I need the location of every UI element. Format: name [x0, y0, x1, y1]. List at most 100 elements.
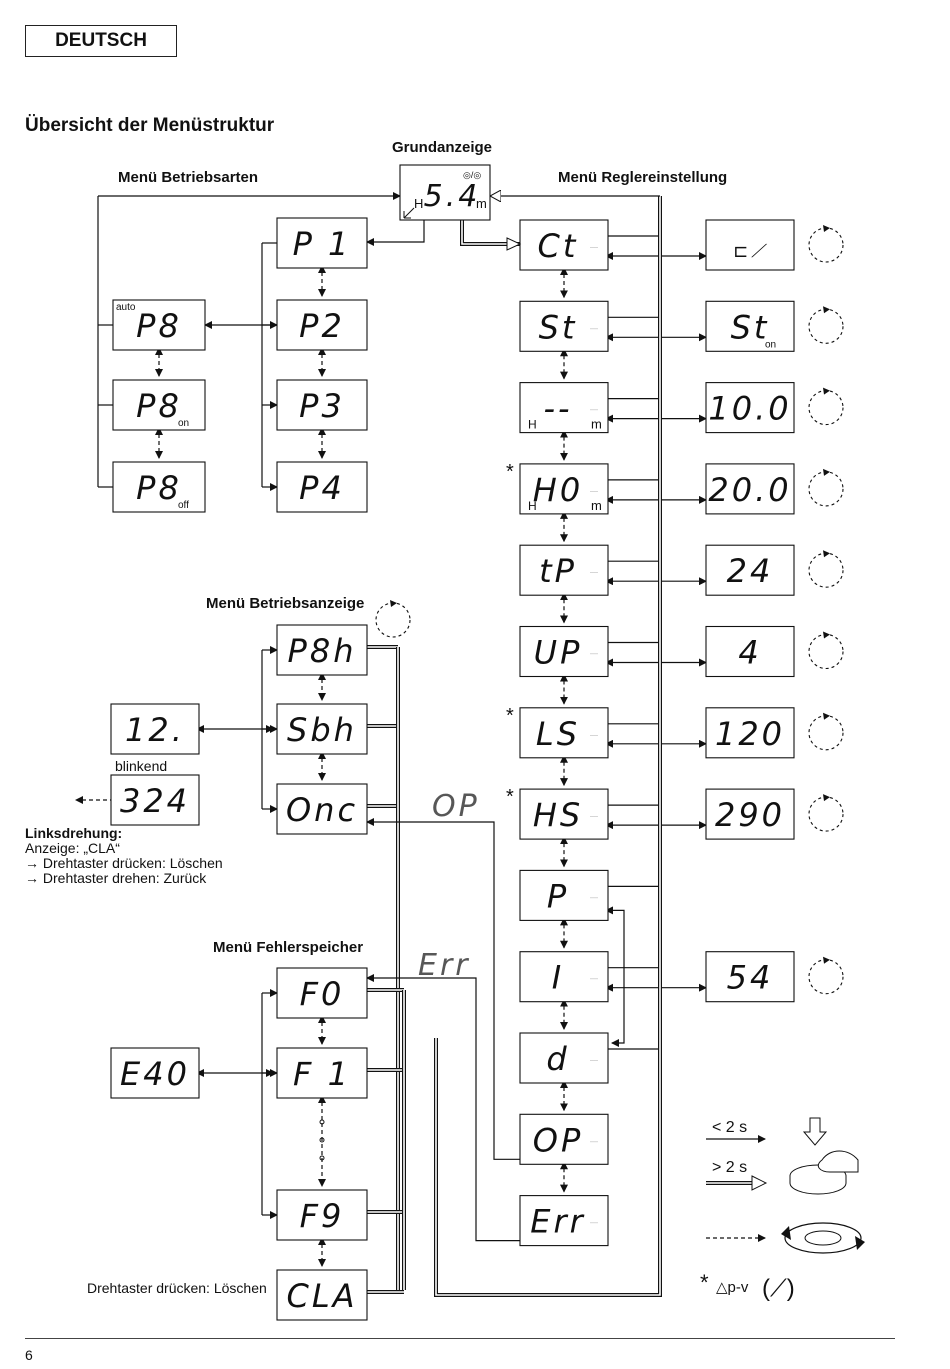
- legend-star: *: [700, 1270, 709, 1295]
- betrieb-value-display: [110, 703, 200, 755]
- betrieb-blink-display: [110, 774, 200, 826]
- rotary-icon-betrieb: [375, 602, 411, 638]
- regler-star-7: *: [506, 786, 514, 808]
- regler-item-2-dots: ····: [590, 408, 598, 414]
- op-link: [366, 818, 520, 1160]
- p-item-2-value: P3: [299, 387, 345, 425]
- ellipsis-dot-0: [319, 1119, 325, 1125]
- betriebsarten-title: Menü Betriebsarten: [118, 169, 259, 186]
- rotary-icon-2: [808, 390, 844, 426]
- fehlerspeicher-title: Menü Fehlerspeicher: [213, 939, 364, 956]
- fehler-error-display-value: E40: [120, 1055, 190, 1093]
- p-item-0: [276, 217, 368, 269]
- regler-prefix-2: H: [528, 418, 537, 432]
- pump-top-0: auto: [116, 302, 136, 313]
- linksdrehung-note: Linksdrehung: Anzeige: „CLA“ → Drehtaste…: [25, 826, 223, 886]
- rotary-icon-0: [808, 227, 844, 263]
- pump-item-0: [112, 299, 206, 351]
- return-bus-inner: [435, 196, 661, 1296]
- clear-label: Drehtaster drücken: Löschen: [87, 1280, 267, 1296]
- regler-item-10-value: d: [546, 1040, 569, 1078]
- rotary-icon-5: [808, 633, 844, 670]
- regler-item-10-dots: ····: [590, 1058, 598, 1064]
- page-title: Übersicht der Menüstruktur: [25, 115, 275, 136]
- regler-result-4: [705, 544, 795, 596]
- regler-prefix-3: H: [528, 499, 537, 513]
- betrieb-item-1: [276, 703, 368, 755]
- rotary-icon-9-arrow: [823, 956, 830, 964]
- regler-result-value-4: 24: [727, 552, 774, 590]
- err-link: [366, 974, 520, 1242]
- fehler-item-3-value: CLA: [286, 1277, 357, 1315]
- press-button-base: [789, 1176, 847, 1195]
- rotary-icon-3: [808, 471, 844, 507]
- fehler-item-2-value: F9: [300, 1197, 345, 1235]
- regler-item-7-dots: ····: [590, 814, 598, 820]
- regler-result-value-0: ⊏⟋: [733, 241, 767, 262]
- rotary-icon-7-arrow: [823, 794, 830, 802]
- legend-dp-symbol: (⟋): [762, 1275, 795, 1302]
- regler-item-6: [519, 707, 609, 759]
- fehler-item-0-value: F0: [300, 975, 345, 1013]
- regler-item-11-dots: ····: [590, 1139, 598, 1145]
- rotary-icon-0-arrow: [823, 225, 830, 232]
- rotate-button-icon: [784, 1222, 862, 1254]
- rotary-icon-6: [808, 715, 844, 751]
- betrieb-value-display-value: 12.: [125, 711, 185, 749]
- regler-item-9: [519, 951, 609, 1003]
- rotate-arrow-left-icon: [781, 1226, 791, 1240]
- regler-item-0-value: Ct: [538, 227, 579, 265]
- regler-item-0: [519, 219, 609, 271]
- regler-result-value-9: 54: [727, 959, 774, 997]
- rotary-icon-1-arrow: [823, 306, 830, 314]
- fehler-item-1-value: F 1: [293, 1055, 351, 1093]
- betrieb-item-0-value: P8h: [288, 632, 357, 670]
- note-title: Linksdrehung:: [25, 825, 123, 841]
- grund-to-ct-inner: [461, 220, 520, 245]
- betrieb-blink-display-value: 324: [120, 782, 190, 820]
- regler-item-10: [519, 1032, 609, 1084]
- p-item-3: [276, 461, 368, 513]
- rotate-button-knob: [804, 1230, 842, 1246]
- p-item-1-value: P2: [299, 307, 345, 345]
- ellipsis-dot-2: [319, 1155, 325, 1161]
- regler-item-12: [519, 1195, 609, 1247]
- regler-result-9: [705, 951, 795, 1003]
- regler-item-2: [519, 382, 609, 434]
- regler-item-4-value: tP: [539, 552, 577, 590]
- grundanzeige-icons: ◎/◎: [463, 170, 481, 180]
- rotary-icon-6-arrow: [823, 712, 830, 720]
- rotary-icon-7: [808, 796, 844, 832]
- regler-result-6: [705, 707, 795, 759]
- regler-result-2: [705, 382, 795, 434]
- regler-item-0-dots: ····: [590, 245, 598, 251]
- regler-unit-3: m: [591, 498, 602, 513]
- regler-result-value-2: 10.0: [708, 390, 791, 428]
- regler-item-4: [519, 544, 609, 596]
- rotary-icon-3-arrow: [823, 468, 830, 476]
- regler-item-1-value: St: [539, 308, 578, 346]
- betrieb-item-2-value: Onc: [286, 791, 358, 829]
- note-line-1: Anzeige: „CLA“: [25, 840, 120, 856]
- grundanzeige-display: [399, 164, 491, 221]
- regler-item-9-dots: ····: [590, 977, 598, 983]
- pump-item-1-value: P8: [136, 387, 182, 425]
- grundanzeige-title: Grundanzeige: [392, 139, 493, 156]
- regler-item-9-value: I: [552, 959, 564, 997]
- regler-result-sub-1: on: [765, 339, 776, 350]
- betrieb-item-2: [276, 783, 368, 835]
- regler-result-7: [705, 788, 795, 840]
- regler-star-3: *: [506, 461, 514, 483]
- rotary-icon-4-arrow: [823, 550, 830, 558]
- grund-to-p1: [366, 220, 425, 246]
- pump-item-2-value: P8: [136, 469, 182, 507]
- regler-item-3-dots: ····: [590, 489, 598, 495]
- regler-item-1-dots: ····: [590, 326, 598, 332]
- regler-item-1: [519, 300, 609, 352]
- regler-star-6: *: [506, 705, 514, 727]
- rotary-icon-1: [808, 308, 844, 344]
- long-press-arrowhead: [506, 237, 522, 251]
- note-line-3: → Drehtaster drehen: Zurück: [25, 870, 207, 886]
- p-item-2: [276, 379, 368, 431]
